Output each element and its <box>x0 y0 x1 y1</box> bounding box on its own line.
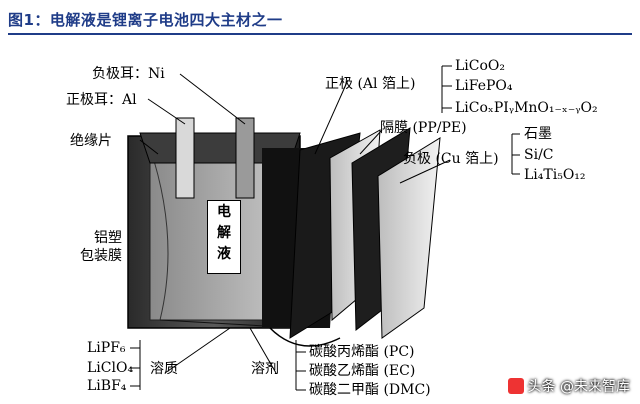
title-rule <box>8 33 632 35</box>
positive-tab-label: 正极耳：Al <box>66 92 137 108</box>
solute-item-2: LiClO₄ <box>87 360 134 376</box>
anode-material-2: Si/C <box>524 147 554 163</box>
electrode-layers <box>262 127 441 347</box>
solvent-label: 溶剂 <box>251 361 279 377</box>
figure-title: 图1：电解液是锂离子电池四大主材之一 <box>8 11 283 29</box>
solvent-item-1: 碳酸丙烯酯 (PC) <box>309 344 415 360</box>
electrolyte-box: 电 解 液 <box>207 200 241 274</box>
pouch-label-line1: 铝塑 <box>94 230 122 246</box>
electrolyte-char-1: 电 <box>217 204 231 220</box>
cathode-material-2: LiFePO₄ <box>455 78 513 94</box>
figure-header: 图1：电解液是锂离子电池四大主材之一 <box>0 0 640 36</box>
anode-label: 负极 (Cu 箔上) <box>403 151 499 167</box>
watermark-text: 头条 @未来智库 <box>527 379 630 395</box>
anode-material-3: Li₄Ti₅O₁₂ <box>524 167 586 183</box>
negative-tab-shape <box>235 117 255 199</box>
battery-illustration <box>127 65 520 391</box>
pointer-lines <box>130 65 520 391</box>
solvent-item-3: 碳酸二甲酯 (DMC) <box>309 382 431 398</box>
solute-label: 溶质 <box>150 361 178 377</box>
positive-tab-shape <box>175 117 195 199</box>
cathode-material-3: LiCoₓPIᵧMnO₁₋ₓ₋ᵧO₂ <box>455 100 598 116</box>
watermark: 头条 @未来智库 <box>507 376 630 396</box>
battery-diagram: 电 解 液 负极耳：Ni 正极耳：Al 绝缘片 铝塑 包装膜 正极 (Al 箔上… <box>0 38 640 404</box>
electrolyte-char-2: 解 <box>217 225 231 241</box>
cathode-material-1: LiCoO₂ <box>455 58 506 74</box>
solvent-item-2: 碳酸乙烯酯 (EC) <box>309 363 416 379</box>
negative-tab-label: 负极耳：Ni <box>92 66 165 82</box>
pouch-label-line2: 包装膜 <box>80 248 122 264</box>
cathode-label: 正极 (Al 箔上) <box>325 76 416 92</box>
solute-item-3: LiBF₄ <box>87 378 127 394</box>
toutiao-logo-icon <box>507 378 524 394</box>
electrolyte-char-3: 液 <box>217 246 231 262</box>
anode-material-1: 石墨 <box>524 126 552 142</box>
insulation-label: 绝缘片 <box>70 133 112 149</box>
separator-label: 隔膜 (PP/PE) <box>380 120 467 136</box>
solute-item-1: LiPF₆ <box>87 340 126 356</box>
